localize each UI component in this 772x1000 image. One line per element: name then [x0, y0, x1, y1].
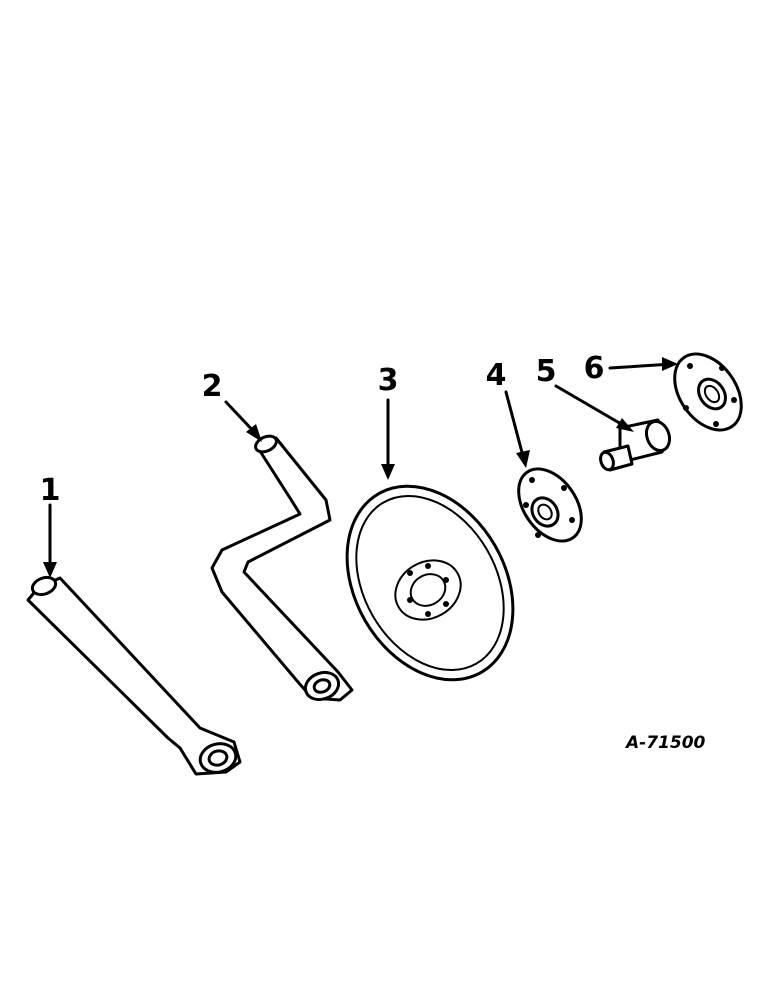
- leader-arrowhead-2: [246, 424, 262, 442]
- leader-arrows: [43, 357, 678, 578]
- callout-5: 5: [536, 354, 557, 389]
- part-2-offset-arm: [210, 434, 354, 702]
- leader-arrowhead-1: [43, 562, 57, 578]
- reference-code: A-71500: [624, 733, 706, 753]
- callout-1: 1: [40, 473, 61, 508]
- leader-arrowhead-5: [616, 418, 634, 432]
- leader-arrowhead-3: [381, 464, 395, 480]
- callout-4: 4: [486, 358, 507, 393]
- callout-2: 2: [202, 369, 223, 404]
- part-4-hub-flange: [517, 467, 583, 543]
- part-5-stud: [599, 418, 672, 472]
- callout-6: 6: [584, 351, 605, 386]
- leader-arrowhead-4: [516, 450, 530, 468]
- leader-arrowhead-6: [662, 357, 678, 371]
- callout-3: 3: [378, 363, 399, 398]
- leader-arrow-6: [608, 362, 674, 370]
- leader-arrow-4: [504, 390, 526, 462]
- part-1-straight-arm: [26, 575, 242, 776]
- part-6-bearing-flange: [673, 352, 743, 432]
- leader-arrow-5: [554, 384, 630, 430]
- part-3-disc-blade: [345, 484, 515, 682]
